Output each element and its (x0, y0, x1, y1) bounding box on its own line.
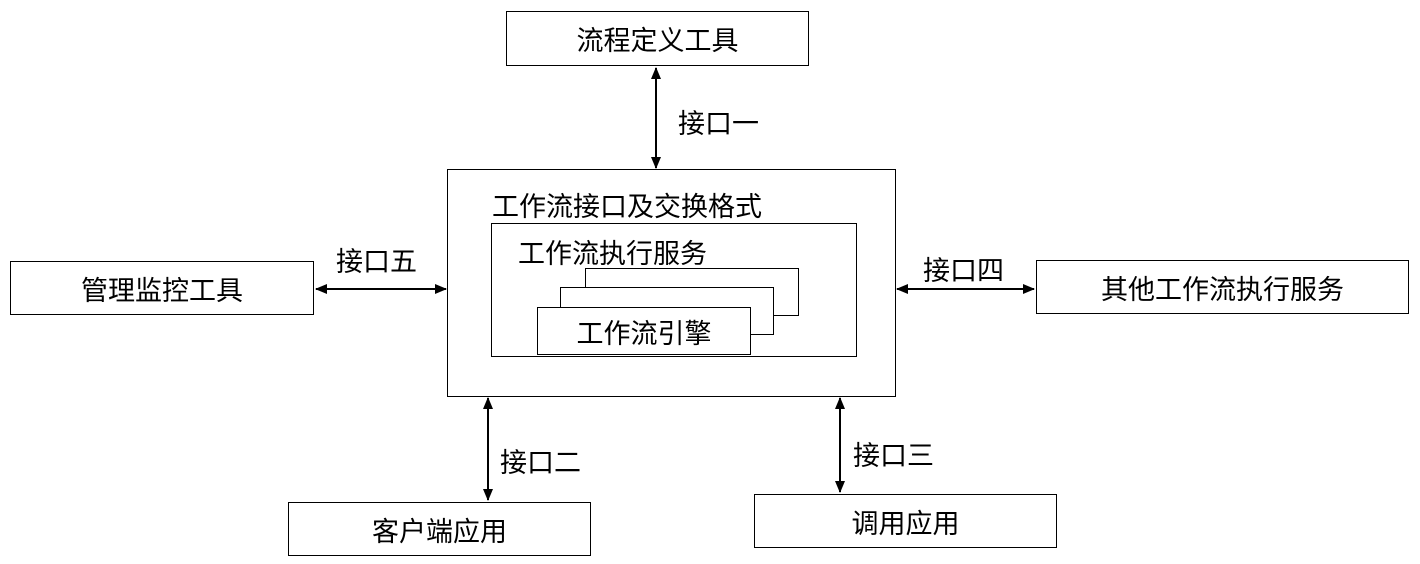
workflow-engine-box: 工作流引擎 (537, 307, 751, 355)
process-definition-tool-box: 流程定义工具 (506, 11, 809, 66)
admin-monitor-tool-label: 管理监控工具 (81, 275, 243, 307)
interface-4-label: 接口四 (923, 256, 1004, 287)
process-definition-tool-label: 流程定义工具 (576, 26, 739, 57)
workflow-service-title: 工作流执行服务 (518, 239, 707, 270)
invoked-application-box: 调用应用 (754, 494, 1057, 548)
interface-1-label: 接口一 (678, 109, 759, 140)
client-application-label: 客户端应用 (372, 516, 507, 548)
other-workflow-service-label: 其他工作流执行服务 (1101, 274, 1344, 306)
admin-monitor-tool-box: 管理监控工具 (10, 261, 314, 315)
invoked-application-label: 调用应用 (851, 508, 960, 540)
other-workflow-service-box: 其他工作流执行服务 (1036, 260, 1409, 314)
client-application-box: 客户端应用 (288, 502, 591, 556)
workflow-engine-label: 工作流引擎 (576, 318, 712, 350)
interface-3-label: 接口三 (853, 441, 934, 472)
interface-2-label: 接口二 (500, 448, 581, 479)
interface-5-label: 接口五 (336, 247, 417, 278)
workflow-interface-title: 工作流接口及交换格式 (492, 192, 762, 223)
